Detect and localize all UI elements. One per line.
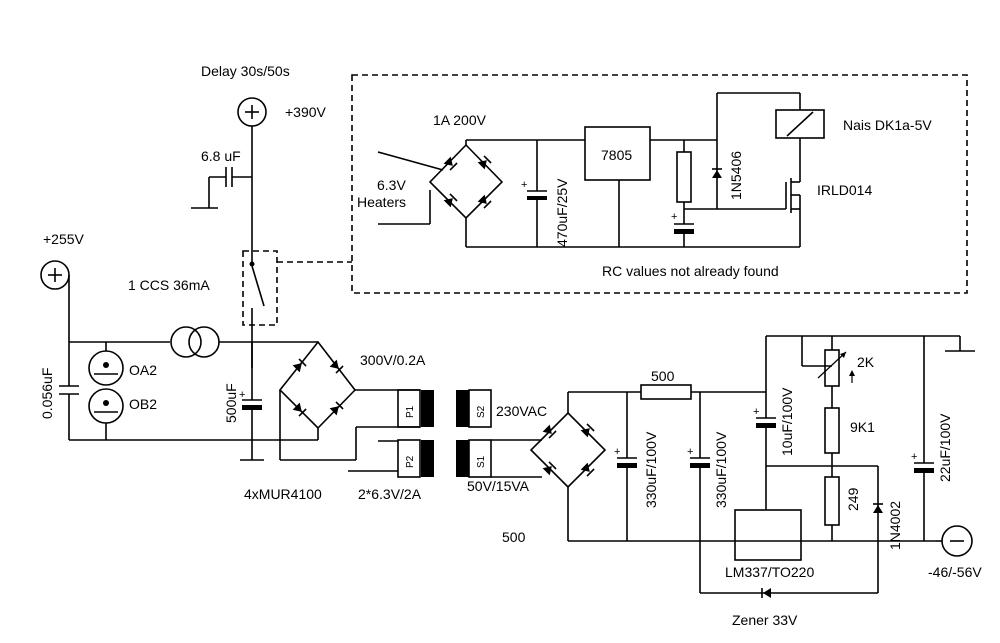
cap-500uf: + xyxy=(239,342,264,461)
cap-330uf-b-label: 330uF/100V xyxy=(713,431,729,508)
diode-1n4002-label: 1N4002 xyxy=(887,501,903,550)
sec-50v-label: 50V/15VA xyxy=(467,478,530,494)
cap-0-056uf xyxy=(59,342,79,440)
cap-10uf-label: 10uF/100V xyxy=(779,387,795,456)
heater-sec-label: 2*6.3V/2A xyxy=(358,486,422,502)
lm337 xyxy=(734,509,802,561)
ob2-label: OB2 xyxy=(129,396,157,412)
bridge-1a-label: 1A 200V xyxy=(433,112,487,128)
delay-module-box xyxy=(351,74,968,294)
cap-330uf-b: + xyxy=(687,392,710,541)
res-249-label: 249 xyxy=(845,487,861,511)
cap-6-8uf xyxy=(191,167,252,209)
transformer-1: P1 S2 xyxy=(397,389,492,428)
rc-cap: + xyxy=(671,211,694,247)
heaters-label-1: 6.3V xyxy=(377,177,406,193)
cap-470uf: + xyxy=(521,140,547,247)
svg-text:+: + xyxy=(521,179,527,191)
relay-coil xyxy=(775,109,825,139)
tube-ob2 xyxy=(88,388,124,424)
cap-22uf: + xyxy=(911,336,934,541)
rc-resistor xyxy=(676,151,692,203)
cap-330uf-a: + xyxy=(614,392,637,541)
ccs-label: 1 CCS 36mA xyxy=(128,277,210,293)
hv255-label: +255V xyxy=(43,231,85,247)
res-500-low-label: 500 xyxy=(502,529,526,545)
delay-label: Delay 30s/50s xyxy=(201,63,290,79)
pri-230-label: 230VAC xyxy=(496,403,547,419)
res-500-top-label: 500 xyxy=(651,368,675,384)
res-500 xyxy=(640,384,692,400)
heater-bridge xyxy=(428,143,504,220)
cap-10uf: + xyxy=(753,336,776,466)
lm337-label: LM337/TO220 xyxy=(725,564,814,580)
hv390-terminal xyxy=(237,97,267,127)
tube-oa2 xyxy=(88,350,124,386)
hv390-label: +390V xyxy=(285,104,327,120)
svg-text:+: + xyxy=(671,211,677,223)
tr-p1: P1 xyxy=(405,405,416,418)
svg-text:+: + xyxy=(911,451,917,463)
svg-text:+: + xyxy=(753,406,759,418)
svg-text:+: + xyxy=(239,389,245,401)
diode-1n4002 xyxy=(872,503,884,514)
bridge-mur4100 xyxy=(278,340,357,430)
pot-2k-label: 2K xyxy=(857,354,875,370)
tr-p2: P2 xyxy=(405,455,416,468)
neg-out-label: -46/-56V xyxy=(928,564,982,580)
cap-500uf-label: 500uF xyxy=(223,383,239,423)
rc-note: RC values not already found xyxy=(602,263,779,279)
pot-2k xyxy=(824,349,840,387)
tr-s2: S2 xyxy=(476,405,487,418)
zener-label: Zener 33V xyxy=(732,612,798,628)
heaters-label-2: Heaters xyxy=(357,194,406,210)
res-9k1 xyxy=(824,407,840,454)
cap-330uf-a-label: 330uF/100V xyxy=(643,431,659,508)
relay-label: Nais DK1a-5V xyxy=(843,117,932,133)
reg-7805 xyxy=(584,126,651,181)
ccs-symbol xyxy=(170,326,220,358)
diode-1n5406-label: 1N5406 xyxy=(728,151,744,200)
bridge-mur-label: 4xMUR4100 xyxy=(244,486,322,502)
oa2-label: OA2 xyxy=(129,362,157,378)
diode-1n5406 xyxy=(711,168,723,179)
zener-33v xyxy=(761,587,772,599)
res-249 xyxy=(824,476,840,526)
cap-6-8uf-label: 6.8 uF xyxy=(201,148,241,164)
res-9k1-label: 9K1 xyxy=(850,419,875,435)
bridge-lv xyxy=(529,411,607,489)
mosfet-label: IRLD014 xyxy=(817,182,872,198)
reg-7805-label: 7805 xyxy=(601,147,632,163)
cap-470uf-label: 470uF/25V xyxy=(554,178,570,247)
svg-text:+: + xyxy=(614,446,620,458)
svg-text:+: + xyxy=(687,446,693,458)
sec-300v-label: 300V/0.2A xyxy=(360,352,426,368)
hv255-terminal xyxy=(40,260,70,290)
neg-out-terminal xyxy=(941,525,973,557)
mosfet-irld014 xyxy=(785,177,801,247)
cap-22uf-label: 22uF/100V xyxy=(937,413,953,482)
cap-0-056uf-label: 0.056uF xyxy=(39,368,55,419)
relay-contact-box xyxy=(242,250,278,326)
transformer-2: P2 S1 xyxy=(397,439,492,478)
tr-s1: S1 xyxy=(476,455,487,468)
